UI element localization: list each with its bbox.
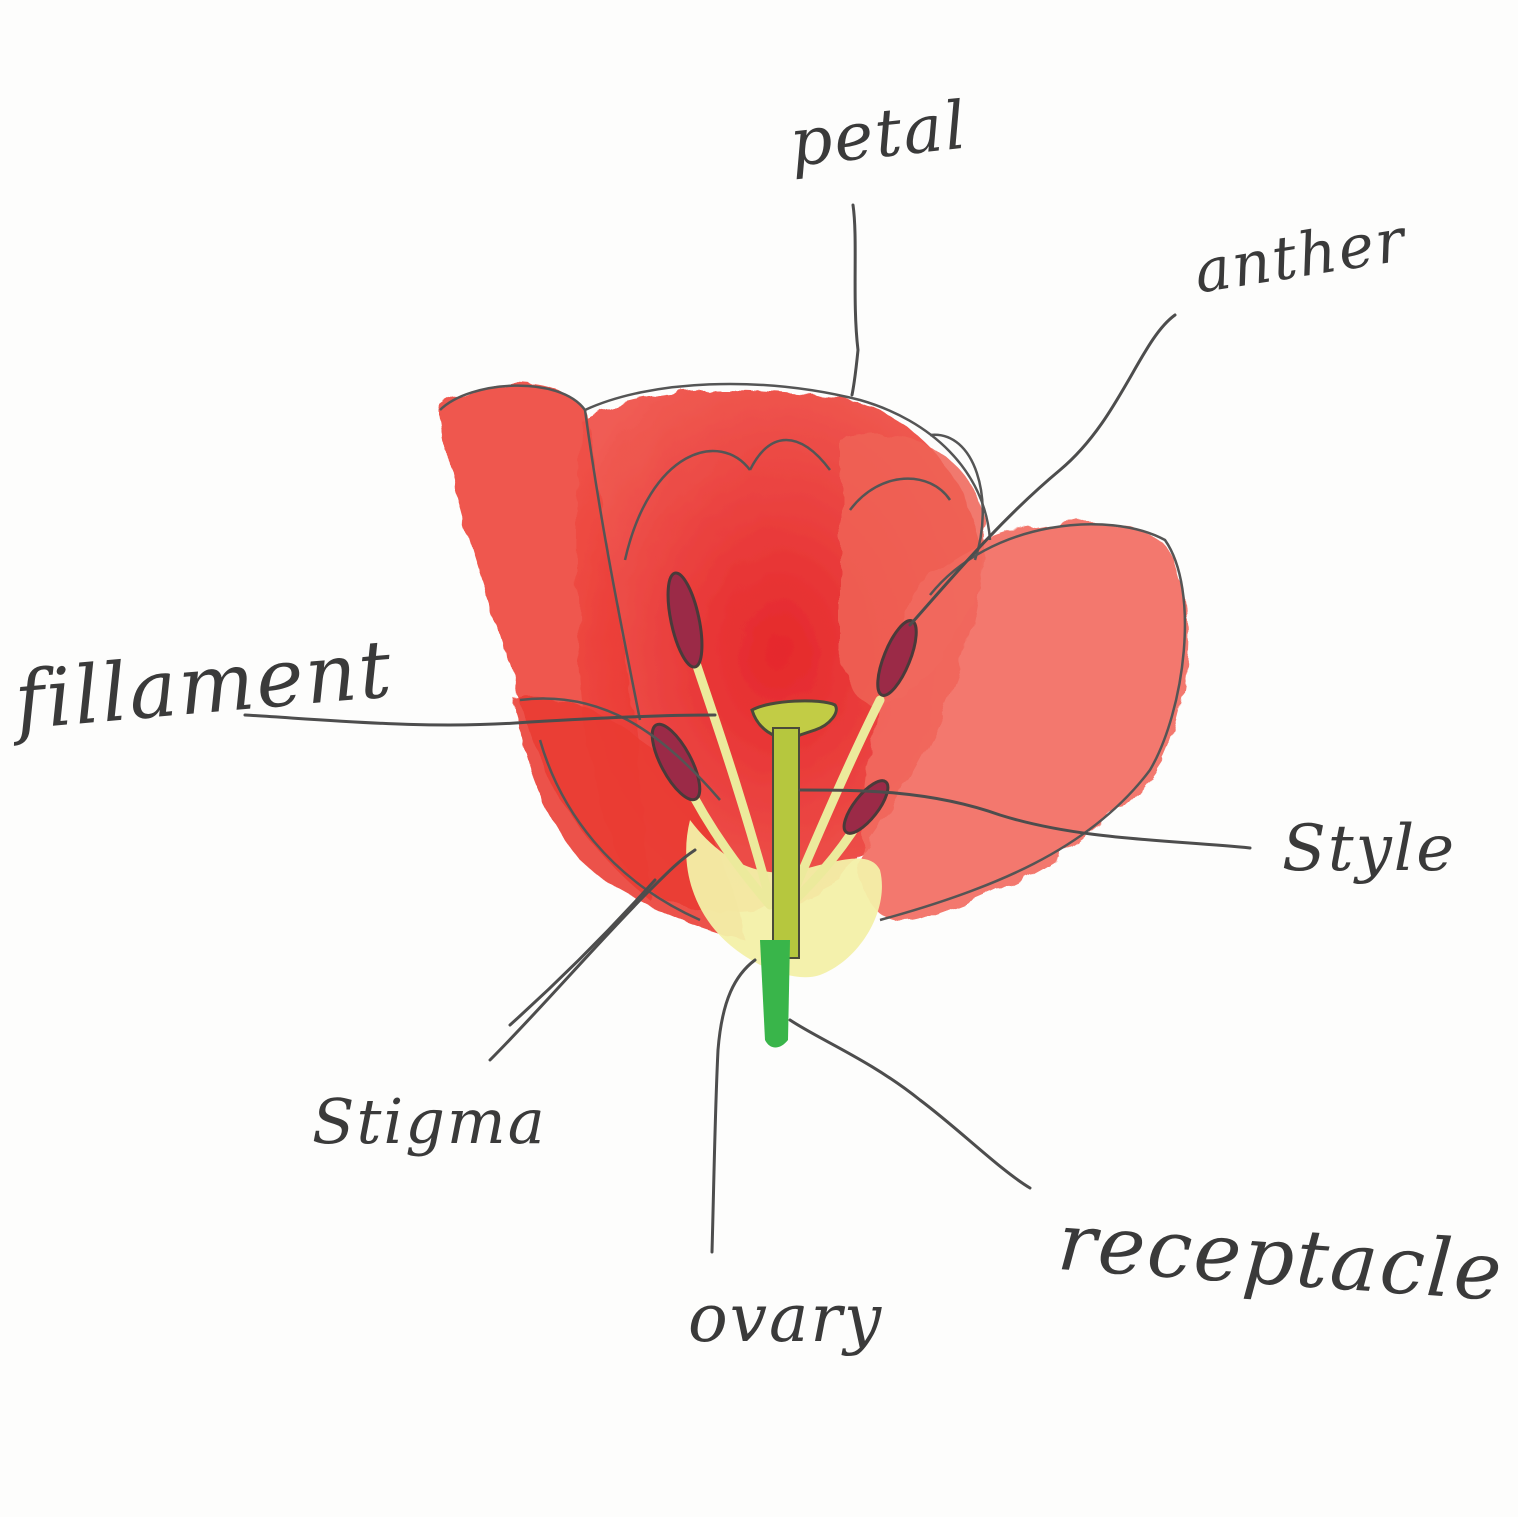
lower-left-petal — [515, 698, 745, 940]
leader-petal — [850, 203, 860, 397]
leader-style — [798, 788, 1252, 850]
label-style: Style — [1282, 812, 1457, 886]
petal-pencil-lines — [439, 382, 1187, 922]
leader-ovary — [710, 958, 757, 1254]
leader-anther — [908, 313, 1177, 627]
leader-lines — [243, 203, 1252, 1254]
leader-stigma-2 — [508, 878, 657, 1027]
style-shape — [772, 727, 800, 959]
label-stigma: Stigma — [312, 1085, 547, 1158]
right-outer-petal — [860, 521, 1187, 922]
leader-filament — [243, 713, 717, 727]
leader-receptacle — [788, 1018, 1032, 1190]
label-ovary: ovary — [688, 1280, 884, 1357]
leader-stigma — [488, 848, 697, 1062]
stem-shape — [760, 940, 790, 1048]
